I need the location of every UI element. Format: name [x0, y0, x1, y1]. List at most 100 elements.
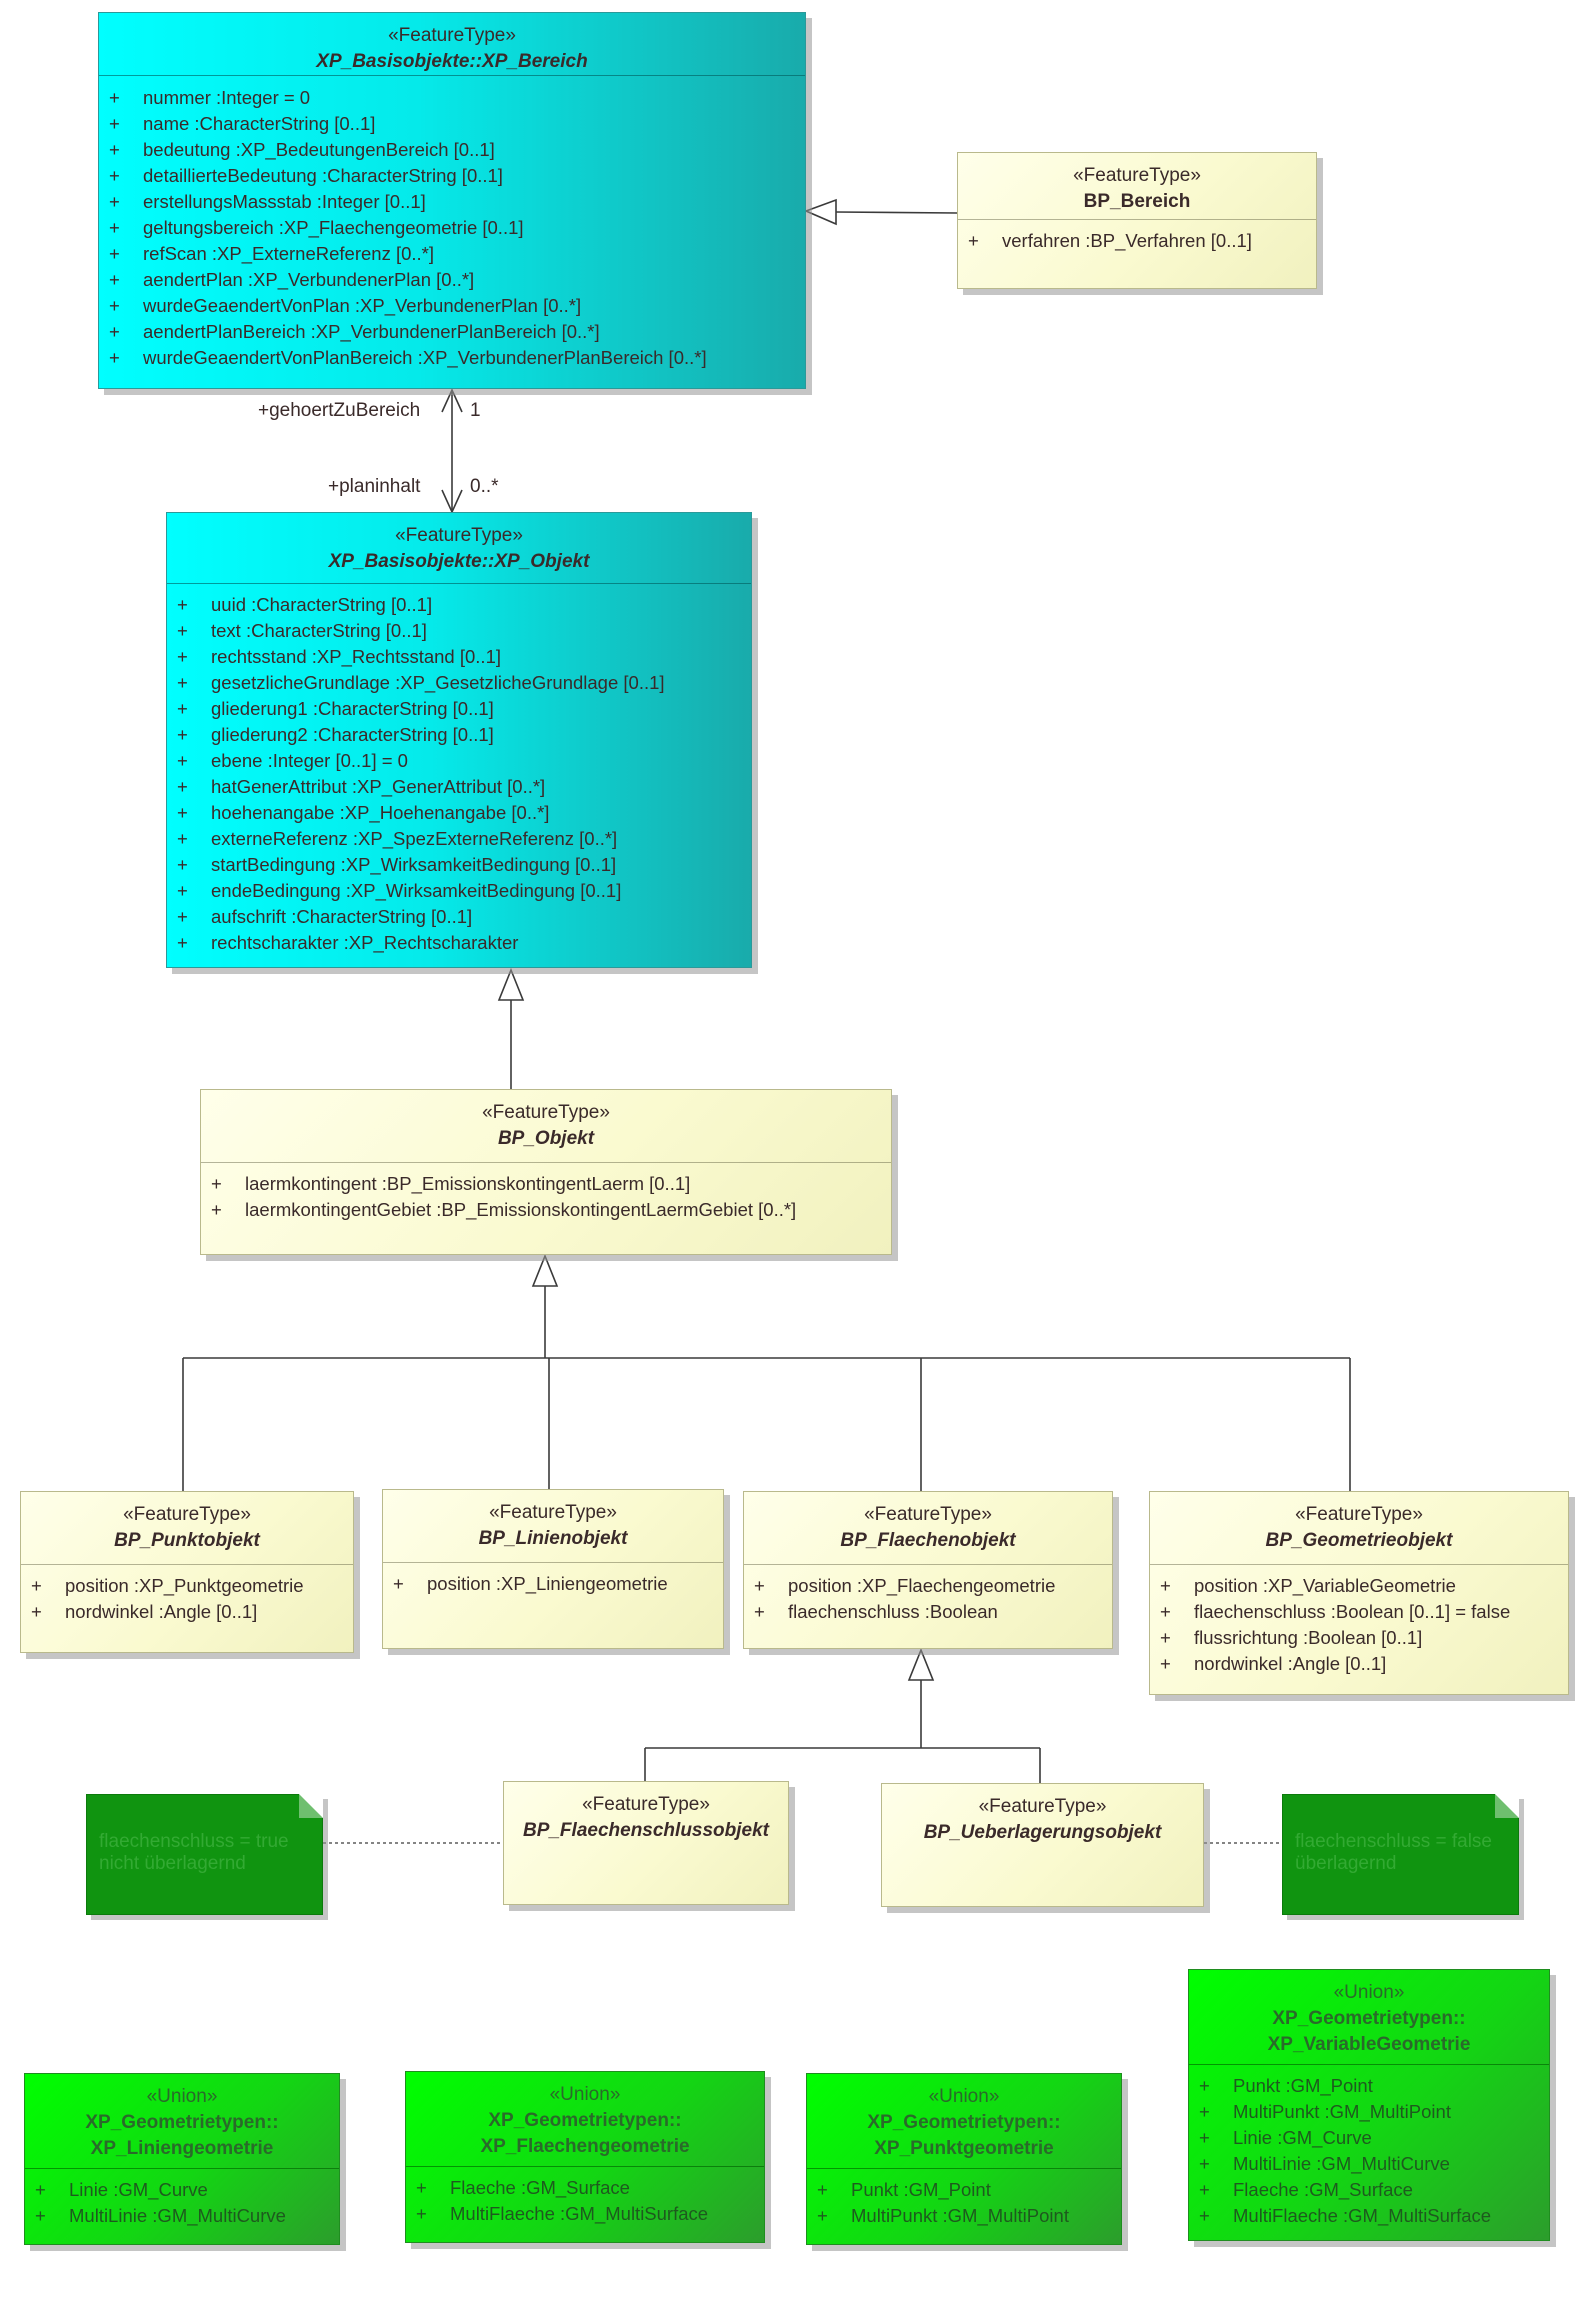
- visibility: +: [817, 2205, 828, 2226]
- generalization-arrow-flaechenobjekt: [907, 1647, 935, 1681]
- union-name-package: XP_Geometrietypen::: [1272, 2008, 1466, 2029]
- visibility: +: [177, 620, 188, 641]
- class-bp-bereich[interactable]: «FeatureType» BP_Bereich +verfahren :BP_…: [957, 152, 1317, 289]
- attribute: +endeBedingung :XP_WirksamkeitBedingung …: [177, 878, 751, 904]
- attribute: +wurdeGeaendertVonPlan :XP_VerbundenerPl…: [109, 293, 805, 319]
- note-flaechenschluss-true[interactable]: flaechenschluss = true nicht überlagernd: [86, 1794, 323, 1915]
- class-bp-objekt[interactable]: «FeatureType» BP_Objekt +laermkontingent…: [200, 1089, 892, 1255]
- attribute: +externeReferenz :XP_SpezExterneReferenz…: [177, 826, 751, 852]
- visibility: +: [109, 321, 120, 342]
- union-name-package: XP_Geometrietypen::: [85, 2112, 279, 2133]
- attribute-text: erstellungsMassstab :Integer [0..1]: [143, 191, 426, 212]
- stereotype: «Union»: [549, 2084, 621, 2105]
- attribute: +flussrichtung :Boolean [0..1]: [1160, 1625, 1568, 1651]
- attribute: + wurdeGeaendertVonPlanBereich :XP_Verbun…: [109, 345, 805, 371]
- attribute-text: hoehenangabe :XP_Hoehenangabe [0..*]: [211, 802, 550, 823]
- generalization-arrow-xp-bereich: [803, 198, 837, 226]
- note-flaechenschluss-false[interactable]: flaechenschluss = false überlagernd: [1282, 1794, 1519, 1915]
- union-name-package: XP_Geometrietypen::: [867, 2112, 1061, 2133]
- visibility: +: [109, 139, 120, 160]
- visibility: +: [35, 2205, 46, 2226]
- attribute-text: aendertPlan :XP_VerbundenerPlan [0..*]: [143, 269, 475, 290]
- visibility: +: [754, 1575, 765, 1596]
- stereotype: «FeatureType»: [489, 1502, 617, 1523]
- visibility: +: [31, 1575, 42, 1596]
- attribute-list: +position :XP_VariableGeometrie +flaeche…: [1150, 1564, 1568, 1677]
- attribute: +uuid :CharacterString [0..1]: [177, 592, 751, 618]
- attribute-text: endeBedingung :XP_WirksamkeitBedingung […: [211, 880, 622, 901]
- attribute-text: MultiFlaeche :GM_MultiSurface: [1233, 2205, 1492, 2226]
- attribute-text: Flaeche :GM_Surface: [1233, 2179, 1413, 2200]
- class-bp-flaechenschlussobjekt[interactable]: «FeatureType» BP_Flaechenschlussobjekt: [503, 1781, 789, 1905]
- attribute-text: Punkt :GM_Point: [851, 2179, 991, 2200]
- visibility: +: [177, 698, 188, 719]
- generalization-bp-bereich: [835, 211, 958, 214]
- visibility: +: [1199, 2179, 1210, 2200]
- class-bp-flaechenobjekt[interactable]: «FeatureType» BP_Flaechenobjekt +positio…: [743, 1491, 1113, 1649]
- attribute: +Punkt :GM_Point: [817, 2177, 1121, 2203]
- visibility: +: [35, 2179, 46, 2200]
- note-text: flaechenschluss = false überlagernd: [1295, 1831, 1492, 1874]
- class-name: BP_Ueberlagerungsobjekt: [923, 1822, 1162, 1843]
- attribute-text: position :XP_Punktgeometrie: [65, 1575, 304, 1596]
- attribute-text: wurdeGeaendertVonPlan :XP_VerbundenerPla…: [143, 295, 582, 316]
- visibility: +: [177, 672, 188, 693]
- union-xp-liniengeometrie[interactable]: «Union» XP_Geometrietypen:: XP_Liniengeo…: [24, 2073, 340, 2245]
- attribute-text: flaechenschluss :Boolean: [788, 1601, 998, 1622]
- union-xp-variablegeometrie[interactable]: «Union» XP_Geometrietypen:: XP_VariableG…: [1188, 1969, 1550, 2241]
- attribute-text: MultiLinie :GM_MultiCurve: [69, 2205, 286, 2226]
- visibility: +: [1199, 2205, 1210, 2226]
- visibility: +: [109, 243, 120, 264]
- class-name: BP_Geometrieobjekt: [1265, 1530, 1453, 1551]
- class-bp-linienobjekt[interactable]: «FeatureType» BP_Linienobjekt +position …: [382, 1489, 724, 1649]
- attribute-text: nordwinkel :Angle [0..1]: [1194, 1653, 1387, 1674]
- visibility: +: [211, 1199, 222, 1220]
- attribute-text: rechtscharakter :XP_Rechtscharakter: [211, 932, 519, 953]
- attribute: +MultiPunkt :GM_MultiPoint: [817, 2203, 1121, 2229]
- association-source-role: +gehoertZuBereich: [258, 400, 421, 421]
- attribute-list: +Punkt :GM_Point +MultiPunkt :GM_MultiPo…: [1189, 2064, 1549, 2229]
- attribute: +rechtscharakter :XP_Rechtscharakter: [177, 930, 751, 956]
- visibility: +: [109, 165, 120, 186]
- attribute-list: +position :XP_Punktgeometrie +nordwinkel…: [21, 1564, 353, 1625]
- class-xp-objekt[interactable]: «FeatureType» XP_Basisobjekte::XP_Objekt…: [166, 512, 752, 968]
- class-bp-ueberlagerungsobjekt[interactable]: «FeatureType» BP_Ueberlagerungsobjekt: [881, 1783, 1204, 1907]
- visibility: +: [1160, 1601, 1171, 1622]
- class-xp-bereich[interactable]: «FeatureType» XP_Basisobjekte::XP_Bereic…: [98, 12, 806, 389]
- union-name-package: XP_Geometrietypen::: [488, 2110, 682, 2131]
- attribute-text: aendertPlanBereich :XP_VerbundenerPlanBe…: [143, 321, 600, 342]
- attribute-text: name :CharacterString [0..1]: [143, 113, 376, 134]
- stereotype: «FeatureType»: [582, 1794, 710, 1815]
- attribute-text: position :XP_Flaechengeometrie: [788, 1575, 1056, 1596]
- visibility: +: [1199, 2127, 1210, 2148]
- class-bp-geometrieobjekt[interactable]: «FeatureType» BP_Geometrieobjekt +positi…: [1149, 1491, 1569, 1695]
- union-xp-flaechengeometrie[interactable]: «Union» XP_Geometrietypen:: XP_Flaecheng…: [405, 2071, 765, 2243]
- stereotype: «FeatureType»: [1295, 1504, 1423, 1525]
- attribute: +MultiPunkt :GM_MultiPoint: [1199, 2099, 1549, 2125]
- visibility: +: [1199, 2101, 1210, 2122]
- attribute: +MultiFlaeche :GM_MultiSurface: [416, 2201, 764, 2227]
- attribute: + aendertPlanBereich :XP_VerbundenerPlanB…: [109, 319, 805, 345]
- note-text: flaechenschluss = true nicht überlagernd: [99, 1831, 289, 1874]
- attribute: +Punkt :GM_Point: [1199, 2073, 1549, 2099]
- union-name: XP_VariableGeometrie: [1267, 2034, 1471, 2055]
- attribute-text: hatGenerAttribut :XP_GenerAttribut [0..*…: [211, 776, 546, 797]
- visibility: +: [109, 347, 120, 368]
- attribute-text: wurdeGeaendertVonPlanBereich :XP_Verbund…: [143, 347, 707, 368]
- union-xp-punktgeometrie[interactable]: «Union» XP_Geometrietypen:: XP_Punktgeom…: [806, 2073, 1122, 2245]
- visibility: +: [109, 87, 120, 108]
- attribute-text: Linie :GM_Curve: [69, 2179, 208, 2200]
- class-bp-punktobjekt[interactable]: «FeatureType» BP_Punktobjekt +position :…: [20, 1491, 354, 1653]
- stereotype: «FeatureType»: [395, 525, 523, 546]
- attribute-text: position :XP_Liniengeometrie: [427, 1573, 668, 1594]
- stereotype: «FeatureType»: [482, 1102, 610, 1123]
- attribute-list: +position :XP_Liniengeometrie: [383, 1562, 723, 1597]
- visibility: +: [31, 1601, 42, 1622]
- attribute: +position :XP_VariableGeometrie: [1160, 1573, 1568, 1599]
- attribute: + MultiFlaeche :GM_MultiSurface: [1199, 2203, 1549, 2229]
- attribute-text: Punkt :GM_Point: [1233, 2075, 1373, 2096]
- attribute: +Flaeche :GM_Surface: [416, 2175, 764, 2201]
- visibility: +: [177, 828, 188, 849]
- note-fold-icon: [299, 1794, 323, 1818]
